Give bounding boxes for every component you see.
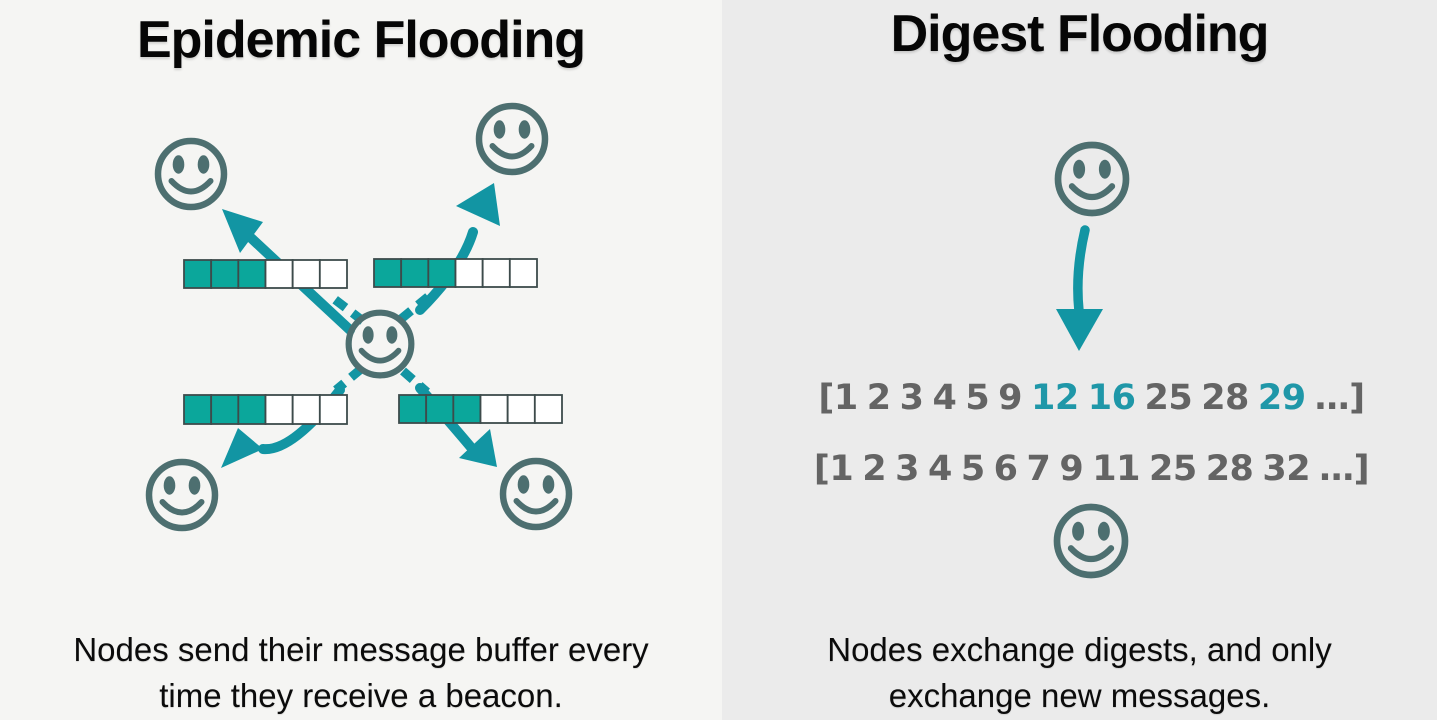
arrowheads xyxy=(221,183,500,468)
digest-number: 11 xyxy=(1092,449,1140,489)
buffer-cell xyxy=(427,258,457,288)
digest-number: …] xyxy=(1314,378,1366,418)
buffer-cell xyxy=(400,258,430,288)
smiley-node-receiver-icon xyxy=(1057,507,1125,575)
digest-flooding-diagram xyxy=(722,0,1437,720)
digest-number: 4 xyxy=(927,449,952,489)
digest-number: [1 xyxy=(813,449,854,489)
buffer-cell xyxy=(373,258,403,288)
digest-number: 9 xyxy=(998,378,1023,418)
buffer-cell xyxy=(183,394,213,425)
digest-number: 4 xyxy=(932,378,957,418)
arrowhead-bottom-left-icon xyxy=(221,428,263,468)
digest-number: [1 xyxy=(818,378,858,418)
buffer-cell xyxy=(210,394,240,425)
smiley-node-top-right-icon xyxy=(479,106,545,172)
buffer-cell xyxy=(533,394,563,424)
buffer-cell xyxy=(210,259,240,289)
epidemic-panel-title: Epidemic Flooding xyxy=(136,11,586,69)
buffer-cell xyxy=(452,394,482,424)
digest-number: 3 xyxy=(895,449,919,489)
buffer-cell xyxy=(506,394,536,424)
digest-number: 2 xyxy=(866,378,891,418)
digest-caption-line2: exchange new messages. xyxy=(888,677,1271,714)
buffer-cell xyxy=(454,258,484,288)
digest-number: 25 xyxy=(1148,449,1197,489)
digest-number: 32 xyxy=(1262,449,1311,489)
digest-number: 5 xyxy=(960,449,985,489)
message-buffer-bottom-left xyxy=(183,394,348,425)
arrowhead-bottom-right-icon xyxy=(459,429,497,467)
epidemic-flooding-panel: Epidemic Flooding xyxy=(0,0,722,720)
message-buffer-top-left xyxy=(183,259,348,289)
digest-number: 28 xyxy=(1201,378,1249,418)
digest-panel-title: Digest Flooding xyxy=(890,5,1270,63)
arrowhead-top-right-icon xyxy=(456,183,500,226)
digest-number: 6 xyxy=(993,449,1018,489)
buffer-cell xyxy=(291,259,321,289)
epidemic-caption-line1: Nodes send their message buffer every xyxy=(73,631,649,668)
buffer-cell xyxy=(183,259,213,289)
digest-arrowhead-icon xyxy=(1056,309,1103,351)
digest-number: 7 xyxy=(1026,449,1051,489)
digest-number: 28 xyxy=(1205,449,1254,489)
buffer-cell xyxy=(237,259,267,289)
buffer-cell xyxy=(398,394,428,424)
digest-number: 2 xyxy=(862,449,887,489)
digest-number: 3 xyxy=(899,378,924,418)
buffer-cell xyxy=(318,394,348,425)
digest-caption-line1: Nodes exchange digests, and only xyxy=(827,631,1332,668)
digest-number: 9 xyxy=(1059,449,1084,489)
buffer-cell xyxy=(237,394,267,425)
buffer-cell xyxy=(479,394,509,424)
digest-number: 25 xyxy=(1144,378,1193,418)
digest-number: 29 xyxy=(1257,378,1306,418)
smiley-node-top-left-icon xyxy=(158,141,224,207)
digest-arrow-tail xyxy=(1073,225,1090,316)
smiley-node-sender-icon xyxy=(1058,145,1126,213)
dash-to-top-left xyxy=(326,291,366,325)
digest-number: 5 xyxy=(965,378,990,418)
message-buffer-bottom-right xyxy=(398,394,563,424)
digest-number: …] xyxy=(1319,449,1370,489)
buffer-cell xyxy=(425,394,455,424)
epidemic-caption: Nodes send their message buffer every ti… xyxy=(0,627,722,719)
digest-number: 16 xyxy=(1087,378,1136,418)
smiley-node-center-icon xyxy=(349,313,412,376)
smiley-node-bottom-left-icon xyxy=(149,462,215,528)
buffer-cell xyxy=(318,259,348,289)
digest-caption: Nodes exchange digests, and only exchang… xyxy=(722,627,1437,719)
arrowhead-top-left-icon xyxy=(222,209,263,253)
buffer-cell xyxy=(291,394,321,425)
buffer-cell xyxy=(264,259,294,289)
digest-number: 12 xyxy=(1031,378,1079,418)
epidemic-flooding-diagram xyxy=(0,0,722,720)
buffer-cell xyxy=(508,258,538,288)
buffer-cell xyxy=(481,258,511,288)
buffer-cell xyxy=(264,394,294,425)
epidemic-caption-line2: time they receive a beacon. xyxy=(159,677,563,714)
smiley-node-bottom-right-icon xyxy=(503,461,569,527)
message-buffer-top-right xyxy=(373,258,538,288)
